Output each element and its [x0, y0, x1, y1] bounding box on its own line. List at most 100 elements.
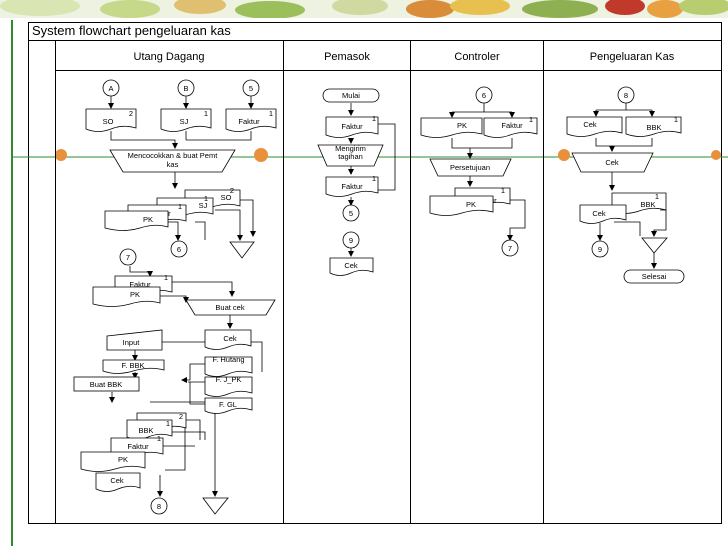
manual-operation-persetujuan [429, 158, 512, 177]
stack-output-cek-label: Cek [110, 476, 124, 485]
document-sj-label: SJ [180, 117, 189, 126]
manual-input-label: Input [123, 338, 141, 347]
kas-document-bbk [625, 116, 682, 137]
kas-bbk-copy: 1 [674, 115, 678, 124]
pemasok-faktur-2-copy: 1 [372, 174, 376, 183]
document-cek [204, 329, 252, 350]
manual-operation-mencocokkan [109, 149, 236, 173]
accent-dot [55, 149, 67, 161]
terminator-mulai [322, 88, 380, 103]
document-sj-copy: 1 [204, 109, 208, 118]
document-so [85, 108, 137, 132]
controler-connector-6-label: 6 [482, 91, 486, 100]
connector-5 [242, 79, 260, 97]
kas-connector-9-label: 9 [598, 245, 602, 254]
f-bbk-label: F. BBK [122, 361, 145, 370]
connector-6 [170, 240, 188, 258]
controler-stack-pk-label: PK [466, 200, 476, 209]
document-so-label: SO [103, 117, 114, 126]
f-jpk-label: F. J_PK [215, 376, 242, 384]
kas-stack-bbk-label: BBK [640, 200, 655, 209]
header-banner-image [0, 0, 728, 18]
f-gl-label: F. GL [219, 400, 237, 409]
document-pk-2-label: PK [130, 290, 140, 299]
pemasok-document-faktur [325, 116, 379, 138]
connector-b-label: B [183, 84, 188, 93]
document-f-jpk [204, 376, 253, 397]
selesai-label: Selesai [642, 272, 667, 281]
stack-output-copy2-label: 2 [179, 412, 183, 421]
pemasok-connector-5 [342, 204, 360, 222]
connector-8 [150, 497, 168, 515]
document-cek-label: Cek [223, 334, 237, 343]
stack-output-pk-label: PK [118, 455, 128, 464]
controler-document-faktur [483, 117, 538, 138]
document-faktur-2-label: Faktur [129, 280, 151, 289]
controler-document-pk [420, 117, 483, 138]
f-hutang-label: F. Hutang [212, 356, 245, 364]
accent-dot [558, 149, 570, 161]
kas-bbk-label: BBK [646, 123, 661, 132]
document-faktur-2-copy: 1 [164, 273, 168, 282]
lane-header-pengeluaran-kas: Pengeluaran Kas [590, 51, 675, 63]
manual-operation-buat-cek [185, 299, 276, 316]
flowchart-title: System flowchart pengeluaran kas [32, 23, 231, 38]
offline-file-utang-1 [229, 241, 255, 259]
connector-a [102, 79, 120, 97]
pemasok-faktur-2-label: Faktur [341, 182, 363, 191]
lane-header-controler: Controler [454, 51, 500, 63]
manual-operation-kas-cek [571, 152, 654, 173]
controler-connector-7 [501, 239, 519, 257]
f-hutang-box: F. Hutang [212, 356, 245, 364]
kas-connector-9 [591, 240, 609, 258]
kas-stack-bbk-copy: 1 [655, 192, 659, 201]
stack-pk-label: PK [143, 215, 153, 224]
swimlane-grid [28, 40, 722, 524]
lane-header-pemasok: Pemasok [324, 51, 370, 63]
stack-so-copy: 2 [230, 186, 234, 195]
pemasok-connector-5-label: 5 [349, 209, 353, 218]
connector-8-label: 8 [157, 502, 161, 511]
manual-operation-label: Mencocokkan & buat Pemt kas [127, 151, 218, 169]
document-faktur [225, 108, 277, 132]
pemasok-document-cek [329, 257, 374, 276]
pemasok-connector-9 [342, 231, 360, 249]
offline-file-utang-2 [202, 497, 229, 515]
pemasok-faktur-copy: 1 [372, 114, 376, 123]
stack-output-pk [80, 451, 146, 472]
lane-header-utang-dagang: Utang Dagang [134, 51, 205, 63]
pemasok-document-faktur-2 [325, 176, 379, 197]
document-sj [160, 108, 212, 132]
mulai-label: Mulai [342, 91, 360, 100]
stack-output-cek [95, 472, 141, 492]
process-buat-bbk [73, 376, 140, 392]
document-f-hutang [204, 356, 253, 377]
stack-document-pk [104, 210, 169, 231]
controler-stack-pk [429, 195, 494, 216]
kas-connector-8-label: 8 [624, 91, 628, 100]
kas-connector-8 [617, 86, 635, 104]
connector-a-label: A [108, 84, 113, 93]
kas-cek-label: Cek [583, 120, 597, 129]
manual-input [106, 329, 163, 351]
kas-stack-cek [579, 204, 627, 224]
stack-output-bbk-copy: 1 [166, 419, 170, 428]
stack-so-label: SO [221, 193, 232, 202]
controler-connector-7-label: 7 [508, 244, 512, 253]
controler-connector-6 [475, 86, 493, 104]
connector-6-label: 6 [177, 245, 181, 254]
manual-operation-mengirim [317, 144, 384, 167]
manual-operation-label-box: Mencocokkan & buat Pemt kas [127, 151, 218, 169]
buat-cek-label: Buat cek [215, 303, 244, 312]
stack-output-faktur-copy: 1 [157, 434, 161, 443]
controler-stack-faktur-copy: 1 [501, 186, 505, 195]
document-f-bbk [102, 359, 165, 374]
controler-faktur-label: Faktur [501, 121, 523, 130]
kas-stack-cek-label: Cek [592, 209, 606, 218]
mengirim-box: Mengirim tagihan [335, 145, 366, 161]
stack-output-bbk-label: BBK [138, 426, 153, 435]
controler-faktur-copy: 1 [529, 115, 533, 124]
connector-b [177, 79, 195, 97]
pemasok-connector-9-label: 9 [349, 236, 353, 245]
